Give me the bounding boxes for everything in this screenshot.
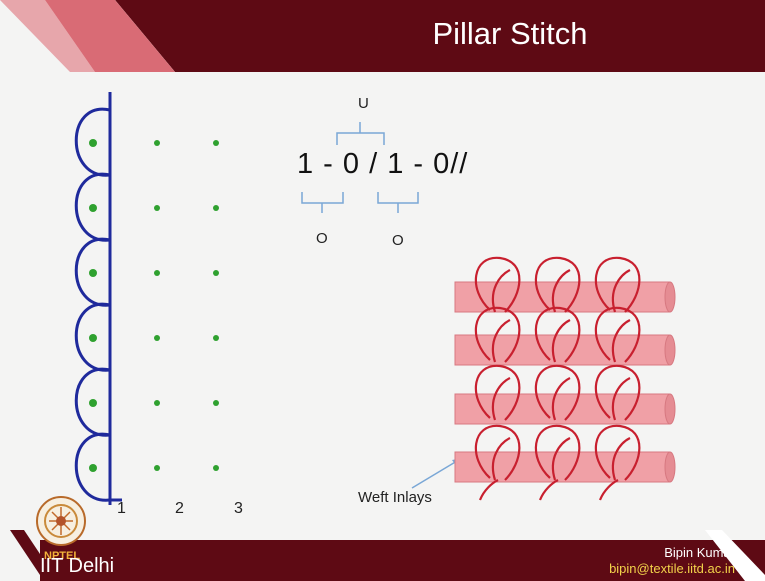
lapping-notation: 1 - 0 / 1 - 0// [297,148,468,181]
institute-name: IIT Delhi [40,555,114,578]
column-label-3: 3 [234,500,243,518]
column-label-1: 1 [117,500,126,518]
notation-top-label: U [358,95,369,112]
author-name: Bipin Kumar [575,545,735,561]
warp-knit-fabric [455,258,675,500]
notation-bottom-label-1: O [316,230,328,247]
notation-bottom-label-2: O [392,232,404,249]
weft-inlays-label: Weft Inlays [358,489,432,506]
author-info: Bipin Kumar bipin@textile.iitd.ac.in [575,545,735,577]
column-label-2: 2 [175,500,184,518]
diagram-canvas [0,0,765,530]
author-email: bipin@textile.iitd.ac.in [575,561,735,577]
nptel-logo-icon [34,494,88,548]
pillar-stitch-loops [76,92,122,505]
